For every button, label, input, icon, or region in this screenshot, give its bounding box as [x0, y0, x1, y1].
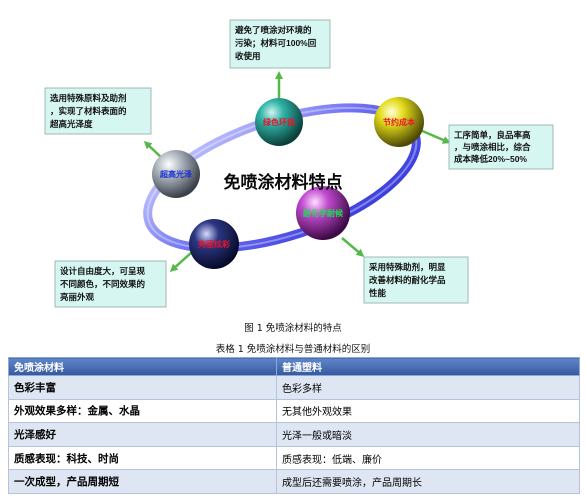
sphere-label-green-env: 绿色环保	[263, 117, 296, 127]
sphere-label-gloss: 超高光泽	[159, 169, 192, 179]
table-header-row: 免喷涂材料 普通塑料	[8, 357, 580, 376]
arrow-bottom-left	[169, 251, 193, 273]
column-header: 免喷涂材料	[8, 357, 277, 376]
arrow-left	[143, 140, 163, 159]
diagram-title: 免喷涂材料特点	[224, 172, 343, 193]
note-bottom-right: 采用特殊助剂，明显 改善材料的耐化学品 性能	[368, 262, 448, 298]
table-caption: 表格 1 免喷涂材料与普通材料的区别	[215, 344, 371, 355]
sphere-cost	[374, 97, 424, 147]
note-box-bottom-right	[363, 256, 469, 304]
comparison-table: 免喷涂材料 普通塑料 色彩丰富 色彩多样 外观效果多样：金属、水晶 无其他外观效…	[8, 357, 580, 494]
table-row: 外观效果多样：金属、水晶 无其他外观效果	[8, 398, 580, 424]
table-row: 色彩丰富 色彩多样	[8, 375, 580, 400]
table-cell: 外观效果多样：金属、水晶	[8, 398, 277, 424]
arrow-right	[419, 128, 451, 144]
features-diagram: 避免了喷涂对环境的 污染；材料可100%回 收使用 选用特殊原料及助剂 ，实现了…	[44, 19, 554, 308]
sphere-bright	[189, 219, 239, 269]
note-left: 选用特殊原料及助剂 ，实现了材料表面的 超高光泽度	[49, 93, 129, 129]
sphere-weather	[296, 186, 350, 240]
table-cell: 质感表现：低端、廉价	[276, 445, 580, 471]
note-box-right	[448, 124, 554, 170]
figure-caption: 图 1 免喷涂材料的特点	[244, 323, 342, 334]
table-cell: 成型后还需要喷涂，产品周期长	[276, 469, 580, 494]
sphere-label-weather: 耐化学耐候	[303, 208, 344, 218]
note-box-bottom-left	[54, 260, 167, 308]
table-cell: 色彩丰富	[8, 375, 277, 400]
sphere-label-cost: 节约成本	[383, 117, 415, 127]
note-bottom-left: 设计自由度大，可呈现 不同颜色，不同效果的 亮丽外观	[60, 266, 147, 302]
table-cell: 质感表现：科技、时尚	[8, 445, 277, 471]
sphere-gloss	[152, 150, 200, 198]
sphere-label-bright: 亮丽炫彩	[198, 239, 230, 249]
table-cell: 一次成型，产品周期短	[8, 469, 277, 494]
table-cell: 光泽一般或暗淡	[276, 422, 580, 447]
note-right: 工序简单，良品率高 ，与喷涂相比，综合 成本降低20%~50%	[454, 130, 533, 164]
note-top: 避免了喷涂对环境的 污染；材料可100%回 收使用	[235, 25, 319, 61]
column-header: 普通塑料	[276, 357, 580, 376]
note-box-left	[44, 87, 152, 135]
table-row: 光泽感好 光泽一般或暗淡	[8, 422, 580, 447]
table-cell: 光泽感好	[8, 422, 277, 447]
table-row: 一次成型，产品周期短 成型后还需要喷涂，产品周期长	[8, 469, 580, 494]
table-row: 质感表现：科技、时尚 质感表现：低端、廉价	[8, 445, 580, 471]
table-cell: 色彩多样	[276, 375, 580, 400]
note-box-top	[229, 19, 331, 69]
arrow-bottom-right	[341, 237, 365, 257]
sphere-green-env	[255, 98, 303, 146]
table-cell: 无其他外观效果	[276, 398, 580, 424]
